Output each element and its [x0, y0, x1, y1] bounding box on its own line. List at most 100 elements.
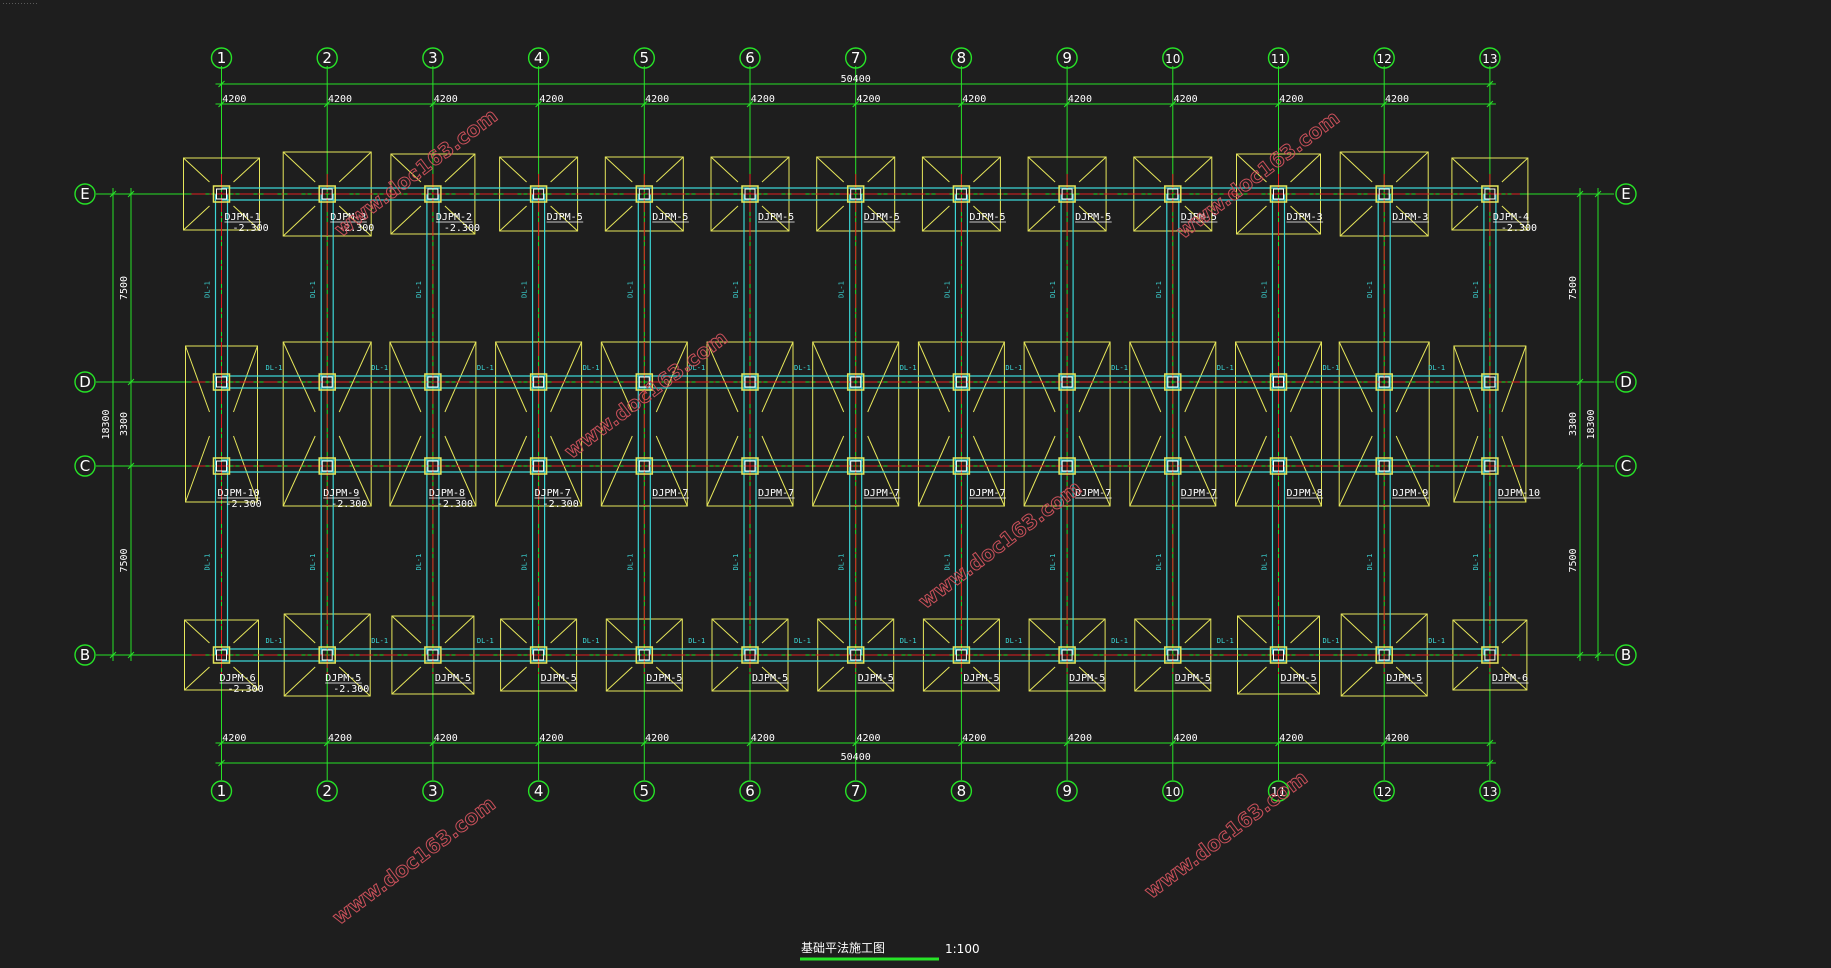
- column-core: [427, 460, 439, 472]
- column-core: [1061, 188, 1073, 200]
- bubble-label: 8: [957, 49, 967, 67]
- bubble-circle: [633, 47, 655, 69]
- beam-label: DL-1: [688, 364, 705, 372]
- footing-label: DJPM-5: [864, 212, 900, 223]
- footing-slope: [1340, 613, 1373, 644]
- footing-slope: [1078, 156, 1107, 183]
- footing-slope: [812, 341, 845, 413]
- footing-slope: [282, 151, 316, 183]
- columns: [212, 185, 1499, 664]
- footing-slope: [761, 205, 790, 232]
- beam-label: DL-1: [943, 281, 951, 298]
- footing-label: DJPM-7: [864, 488, 900, 499]
- beam-label: DL-1: [943, 554, 951, 571]
- grid-bubble-top-5: 5: [633, 47, 655, 69]
- column-core: [533, 460, 545, 472]
- footing-label: DJPM-10: [1498, 488, 1540, 499]
- footing-slope: [1078, 618, 1106, 644]
- bubble-label: D: [79, 373, 91, 391]
- column-1E: [212, 185, 231, 203]
- beam-label: DL-1: [371, 364, 388, 372]
- bubble-label: 10: [1165, 52, 1180, 66]
- bubble-label: 5: [640, 782, 650, 800]
- footing-slope: [973, 666, 1000, 692]
- footing-label: DJPM-5: [1181, 212, 1217, 223]
- column-core: [321, 188, 333, 200]
- column-core: [427, 376, 439, 388]
- dim-tick: [127, 190, 135, 198]
- footing-slope: [1023, 435, 1056, 507]
- column-2E: [318, 185, 336, 203]
- footing-slope: [917, 341, 950, 413]
- beam-label: DL-1: [838, 554, 846, 571]
- footing-slope: [1129, 435, 1162, 507]
- bubble-label: B: [1621, 646, 1631, 664]
- column-core: [955, 460, 967, 472]
- elevation-label: -2.300: [1501, 223, 1537, 234]
- bubble-circle: [633, 780, 655, 802]
- footing-slope: [282, 205, 316, 237]
- bubble-label: 7: [851, 49, 861, 67]
- elevation-label: -2.300: [333, 684, 369, 695]
- watermark-text: www.doc163.com: [330, 103, 502, 241]
- dim-tick: [1275, 100, 1282, 108]
- grid-bubble-top-13: 13: [1479, 47, 1501, 69]
- beam-label: DL-1: [1428, 637, 1445, 645]
- footing-slope: [550, 435, 583, 507]
- bubble-label: 6: [745, 49, 755, 67]
- footing-slope: [282, 435, 316, 507]
- beam-label: DL-1: [204, 281, 212, 298]
- dim-tick: [1169, 739, 1177, 747]
- beam-label: DL-1: [266, 637, 283, 645]
- footing-slope: [761, 435, 794, 507]
- column-core: [1167, 460, 1179, 472]
- bubble-label: E: [80, 185, 89, 203]
- watermark-text: www.doc163.com: [328, 791, 500, 929]
- column-core: [955, 649, 967, 661]
- bubble-circle: [845, 780, 867, 802]
- grid-bubble-right-D: D: [1615, 371, 1637, 393]
- dim-text: 4200: [857, 733, 881, 744]
- footing-slope: [710, 156, 739, 183]
- bubble-label: 12: [1377, 52, 1392, 66]
- footing-label: DJPM-5: [541, 673, 577, 684]
- footing-slope: [923, 666, 950, 692]
- footing-label: DJPM-5: [547, 212, 583, 223]
- dim-tick: [1275, 739, 1282, 747]
- column-8C: [952, 457, 971, 475]
- footing-slope: [1501, 205, 1529, 231]
- column-core: [1061, 460, 1073, 472]
- footing-slope: [1452, 666, 1479, 691]
- column-core: [955, 188, 967, 200]
- column-7C: [846, 457, 865, 475]
- footing-DC-11: [1235, 341, 1322, 507]
- beam-label: DL-1: [1366, 281, 1374, 298]
- footing-label: DJPM-10: [218, 488, 260, 499]
- column-core: [216, 460, 227, 472]
- beam-label: DL-1: [521, 281, 529, 298]
- footing-label: DJPM-7: [758, 488, 794, 499]
- footing-slope: [655, 435, 688, 507]
- footing-label: DJPM-3: [330, 212, 366, 223]
- footing-label: DJPM-5: [652, 212, 688, 223]
- footing-slope: [600, 341, 633, 413]
- column-8D: [952, 373, 971, 391]
- footing-slope: [710, 205, 739, 232]
- footing-slope: [1395, 435, 1430, 507]
- column-7B: [846, 646, 865, 664]
- footing-slope: [1133, 205, 1162, 232]
- column-8E: [952, 185, 971, 203]
- centerlines: [191, 174, 1520, 675]
- footing-slope: [444, 435, 477, 507]
- footing-label: DJPM-2: [436, 212, 472, 223]
- beam-label: DL-1: [1261, 554, 1269, 571]
- footing-slope: [500, 618, 527, 644]
- dim-tick: [127, 462, 135, 470]
- column-core: [1167, 188, 1179, 200]
- corner-text: ............: [2, 0, 39, 6]
- beam-label: DL-1: [1472, 554, 1480, 571]
- beam-label: DL-1: [521, 554, 529, 571]
- footing-slope: [1129, 341, 1162, 413]
